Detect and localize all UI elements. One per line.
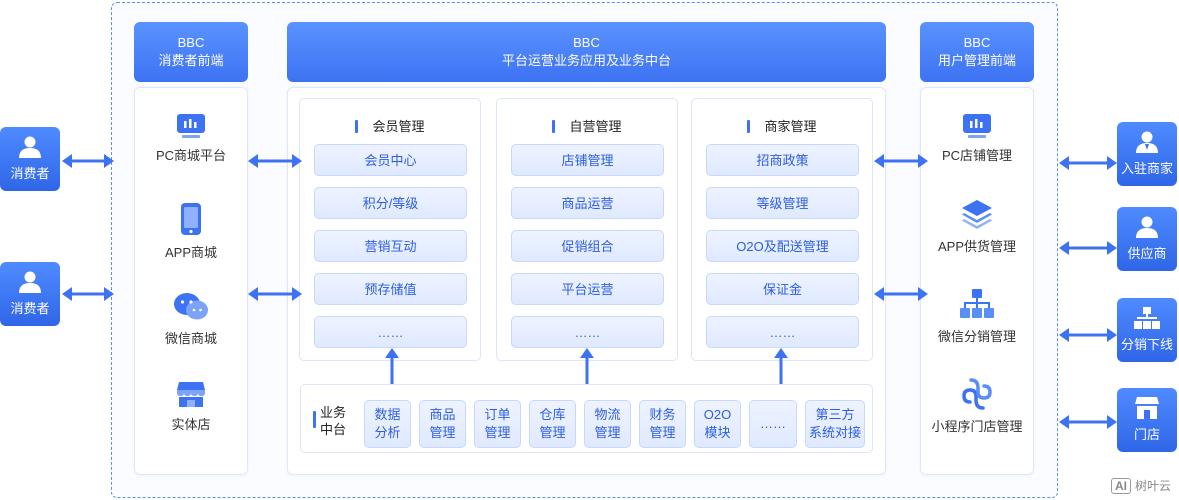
app-supply-management-label: APP供货管理 [937,239,1016,254]
member-management-card: 会员管理 会员中心 积分/等级 营销互动 预存储值 …… [299,98,481,361]
consumer-frontend-header: BBC 消费者前端 [134,22,248,82]
user-management-frontend-header: BBC 用户管理前端 [920,22,1034,82]
merchant-label: 入驻商家 [1120,161,1173,176]
wechat-icon [174,293,208,320]
supplier-box: 供应商 [1117,207,1177,271]
distribution-icon [1134,307,1160,329]
product-management-module[interactable]: 商品管理 [419,400,466,448]
org-chart-icon [960,289,994,318]
store-box: 门店 [1117,388,1177,452]
layers-icon [962,200,992,229]
left-to-center-arrow-1 [248,154,302,168]
distribution-downline-box: 分销下线 [1117,298,1177,362]
consumer-frontend-panel [134,87,248,475]
store-arrow [1059,415,1117,429]
merchant-arrow [1059,156,1117,170]
header-line-2: 消费者前端 [158,53,224,68]
header-line-1: BBC [963,35,991,50]
more-item[interactable]: …… [511,316,664,348]
left-to-center-arrow-2 [248,287,302,301]
more-item[interactable]: …… [706,316,859,348]
pc-mall-item: PC商城平台 [135,113,247,164]
physical-store-label: 实体店 [171,417,211,432]
consumer-box-2: 消费者 [0,262,60,326]
more-item[interactable]: …… [314,316,467,348]
wechat-mall-item: 微信商城 [135,292,247,347]
phone-icon [181,203,201,235]
wechat-distribution-management-label: 微信分销管理 [937,329,1016,344]
user-icon [19,136,41,158]
card-title: 自营管理 [497,116,677,135]
settled-merchant-box: 入驻商家 [1117,122,1177,186]
card-title: 商家管理 [692,116,872,135]
watermark-logo: AI [1110,477,1131,494]
consumer-label: 消费者 [10,301,50,316]
app-mall-label: APP商城 [164,245,217,260]
miniprogram-icon [962,378,992,410]
logistics-management-module[interactable]: 物流管理 [584,400,631,448]
product-operation-item[interactable]: 商品运营 [511,187,664,219]
center-to-right-arrow-2 [874,287,928,301]
watermark-text: 树叶云 [1134,479,1171,493]
points-level-item[interactable]: 积分/等级 [314,187,467,219]
o2o-delivery-item[interactable]: O2O及配送管理 [706,230,859,262]
merchant-management-card: 商家管理 招商政策 等级管理 O2O及配送管理 保证金 …… [691,98,873,361]
consumer-label: 消费者 [10,166,50,181]
header-line-1: BBC [573,35,600,50]
header-line-2: 平台运营业务应用及业务中台 [501,53,671,68]
supplier-label: 供应商 [1127,246,1167,261]
header-line-2: 用户管理前端 [937,53,1016,68]
app-supply-management-item: APP供货管理 [921,198,1033,255]
data-analysis-module[interactable]: 数据分析 [364,400,411,448]
consumer-arrow-1 [62,154,114,168]
distribution-label: 分销下线 [1120,337,1173,352]
store-management-item[interactable]: 店铺管理 [511,144,664,176]
order-management-module[interactable]: 订单管理 [474,400,521,448]
distribution-arrow [1059,328,1117,342]
platform-operation-item[interactable]: 平台运营 [511,273,664,305]
card-title: 会员管理 [300,116,480,135]
member-center-item[interactable]: 会员中心 [314,144,467,176]
miniprogram-store-management-item: 小程序门店管理 [921,378,1033,435]
pc-mall-label: PC商城平台 [155,148,227,163]
pc-store-management-label: PC店铺管理 [941,148,1013,163]
monitor-icon [963,114,991,138]
wechat-distribution-management-item: 微信分销管理 [921,288,1033,345]
warehouse-management-module[interactable]: 仓库管理 [529,400,576,448]
merchant-policy-item[interactable]: 招商政策 [706,144,859,176]
wechat-mall-label: 微信商城 [164,331,217,346]
watermark: AI 树叶云 [1110,477,1171,494]
consumer-box-1: 消费者 [0,127,60,191]
physical-store-item: 实体店 [135,380,247,433]
level-management-item[interactable]: 等级管理 [706,187,859,219]
business-title: 业务 中台 [307,404,359,438]
supplier-arrow [1059,241,1117,255]
supplier-icon [1136,216,1158,238]
store-icon [177,382,205,407]
user-management-panel [920,87,1034,475]
center-to-right-arrow-1 [874,154,928,168]
user-icon [19,271,41,293]
self-operated-management-card: 自营管理 店铺管理 商品运营 促销组合 平台运营 …… [496,98,678,361]
finance-management-module[interactable]: 财务管理 [639,400,686,448]
consumer-arrow-2 [62,287,114,301]
deposit-item[interactable]: 保证金 [706,273,859,305]
third-party-integration-module[interactable]: 第三方系统对接 [805,400,865,448]
more-module[interactable]: …… [749,400,797,448]
promotion-combo-item[interactable]: 促销组合 [511,230,664,262]
prepaid-item[interactable]: 预存储值 [314,273,467,305]
monitor-icon [177,114,205,138]
miniprogram-store-management-label: 小程序门店管理 [931,419,1023,434]
app-mall-item: APP商城 [135,202,247,261]
pc-store-management-item: PC店铺管理 [921,113,1033,164]
platform-header: BBC 平台运营业务应用及业务中台 [287,22,886,82]
header-line-1: BBC [177,35,205,50]
store-label: 门店 [1133,427,1160,442]
store-icon [1135,397,1159,419]
merchant-icon [1136,131,1158,153]
marketing-interaction-item[interactable]: 营销互动 [314,230,467,262]
